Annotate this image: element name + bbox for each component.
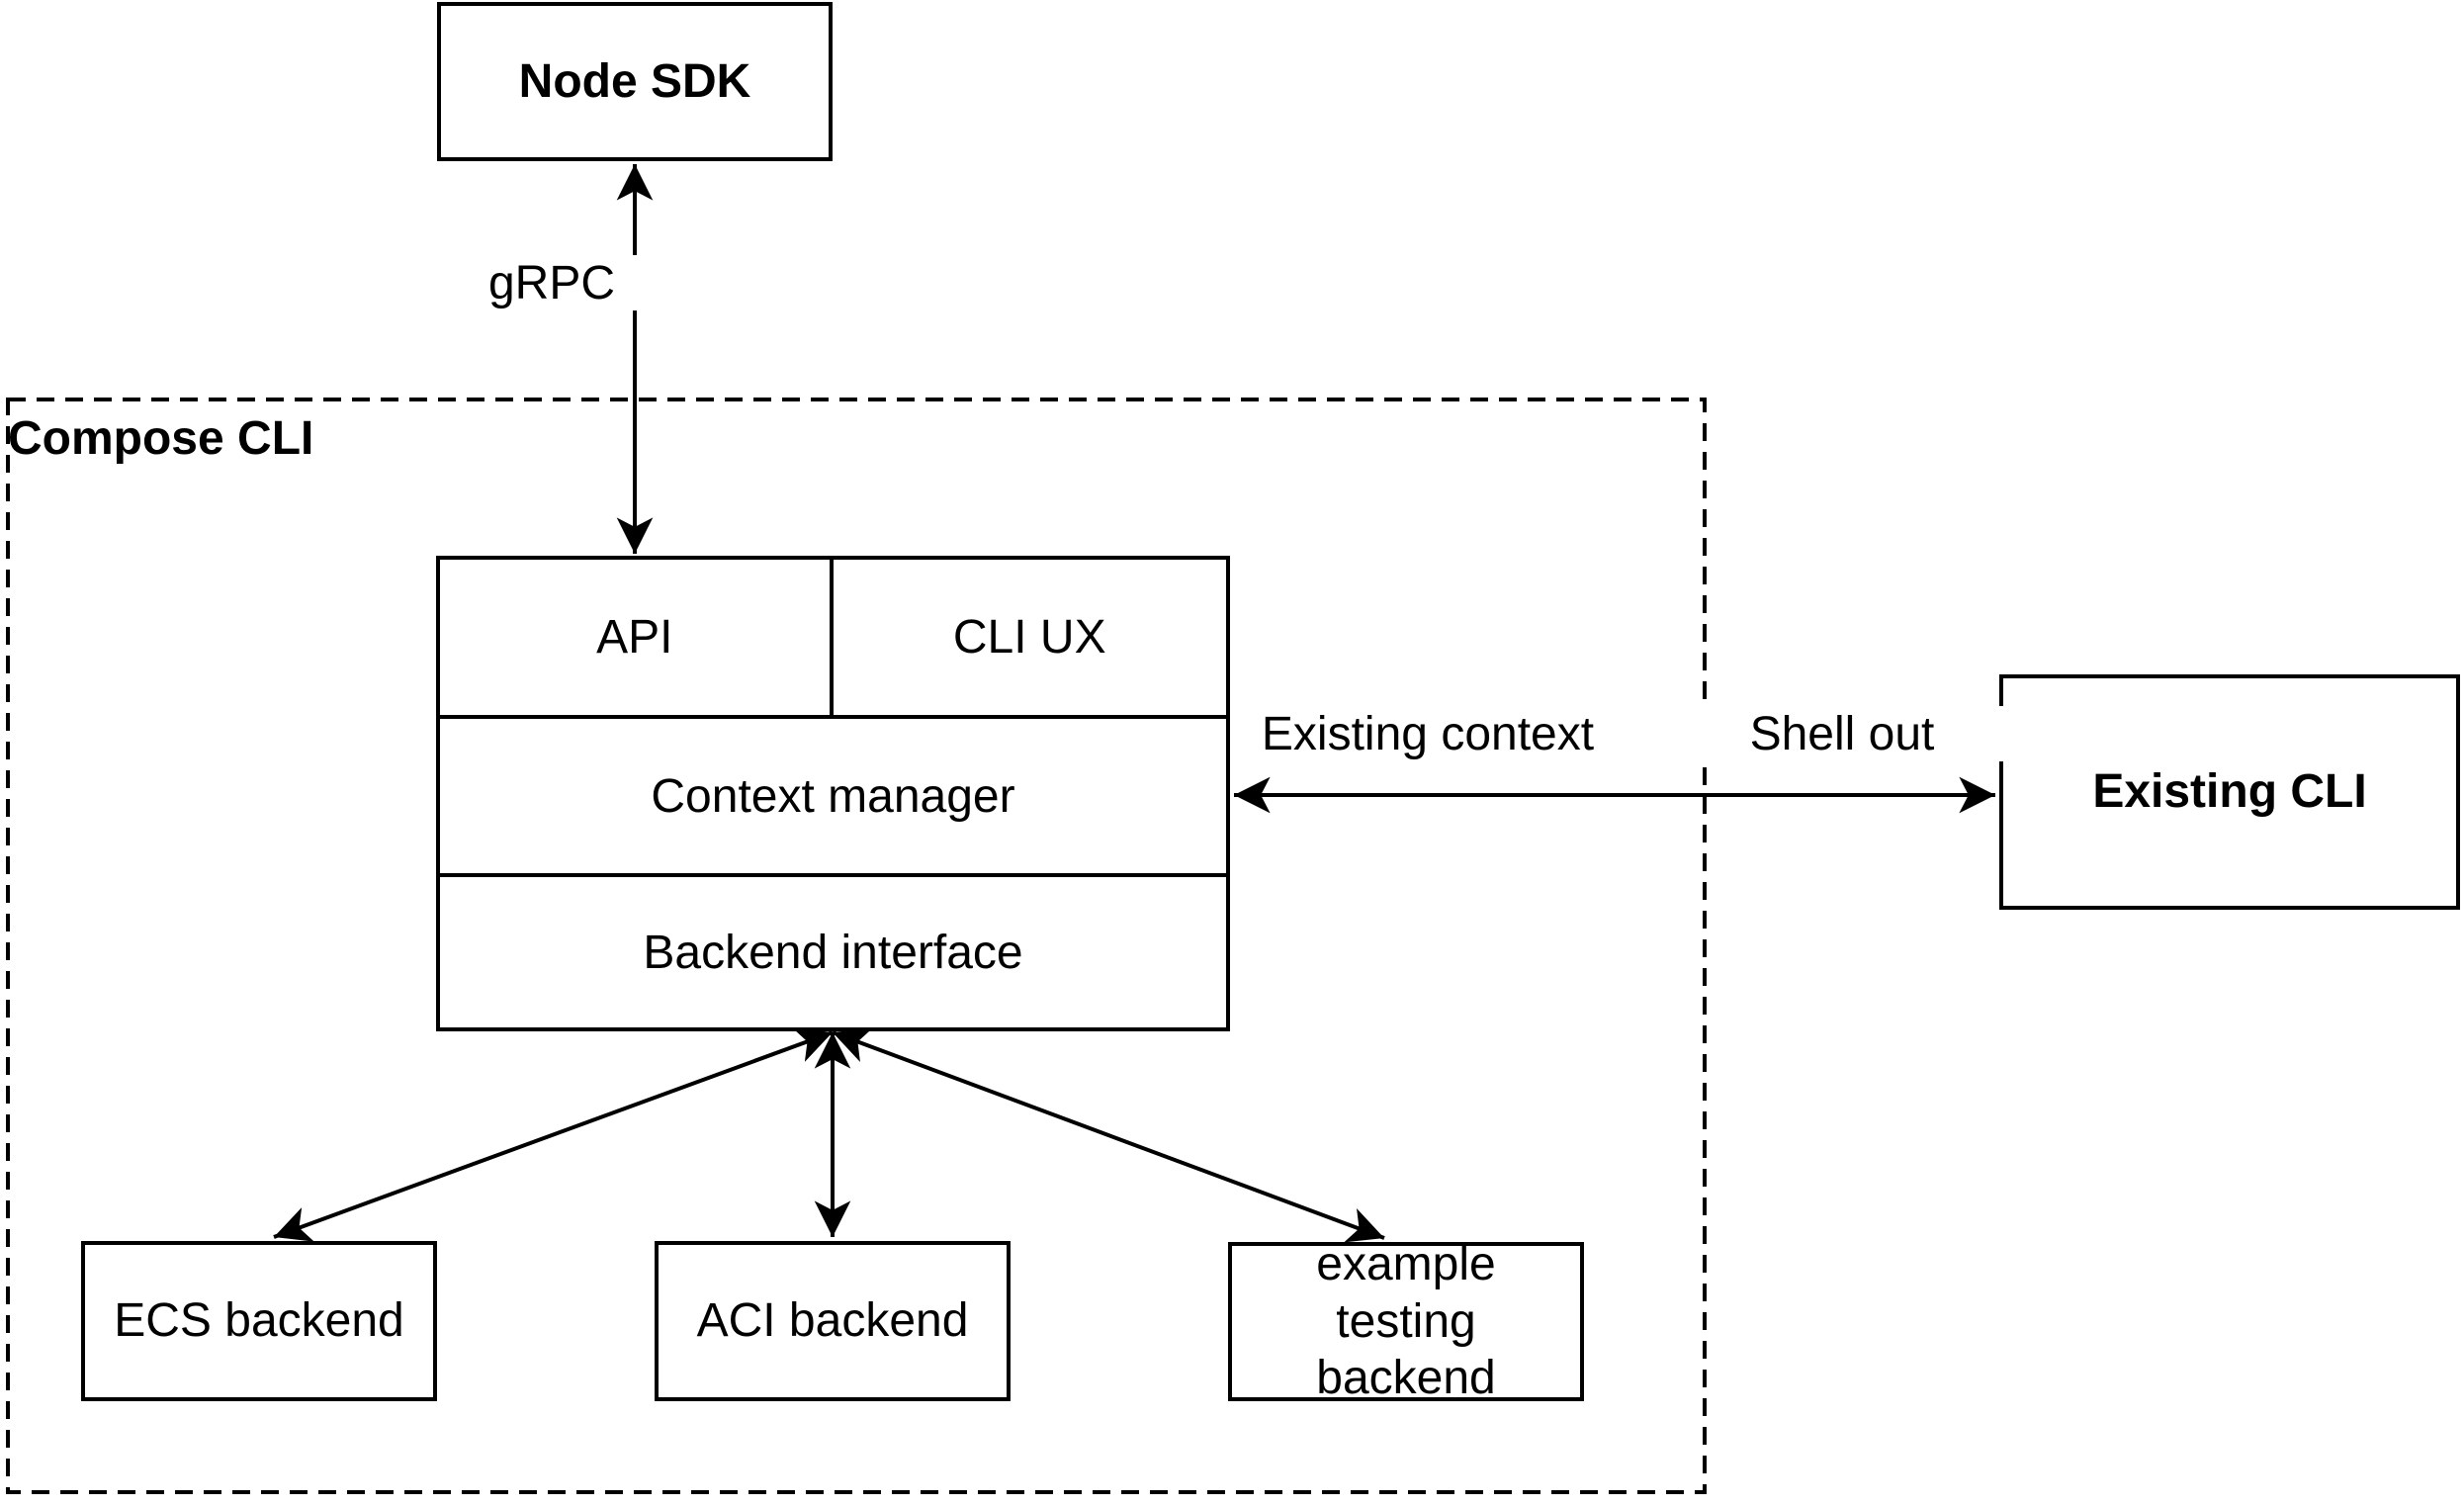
api-cell: API [440,560,834,715]
existing-cli-box: Existing CLI [1999,674,2460,910]
example-testing-backend-box: example testing backend [1228,1238,1584,1404]
aci-backend-label: ACI backend [696,1294,969,1348]
context-manager-label: Context manager [651,769,1015,823]
node-sdk-box: Node SDK [437,2,833,161]
backend-ecs-arrow [273,1027,834,1242]
ecs-backend-box: ECS backend [81,1241,437,1401]
cli-ux-label: CLI UX [952,611,1106,664]
api-label: API [596,611,673,664]
grpc-edge-label: gRPC [453,255,651,310]
node-sdk-label: Node SDK [518,54,751,108]
backend-interface-label: Backend interface [643,926,1023,979]
compose-cli-label: Compose CLI [8,412,314,465]
backend-example-arrow [832,1027,1385,1243]
aci-backend-box: ACI backend [655,1241,1011,1401]
backend-interface-cell: Backend interface [440,877,1226,1027]
compose-cli-container-outline [6,398,1707,1494]
context-manager-cell: Context manager [440,719,1226,877]
compose-stack: API CLI UX Context manager Backend inter… [436,556,1230,1031]
cli-ux-cell: CLI UX [834,560,1227,715]
stack-row-top: API CLI UX [440,560,1226,719]
ecs-backend-label: ECS backend [114,1294,404,1348]
example-testing-backend-label: example testing backend [1316,1238,1496,1405]
existing-cli-label: Existing CLI [2092,765,2367,819]
existing-context-edge-label: Existing context [1230,706,1626,761]
shell-out-edge-label: Shell out [1664,706,2020,761]
